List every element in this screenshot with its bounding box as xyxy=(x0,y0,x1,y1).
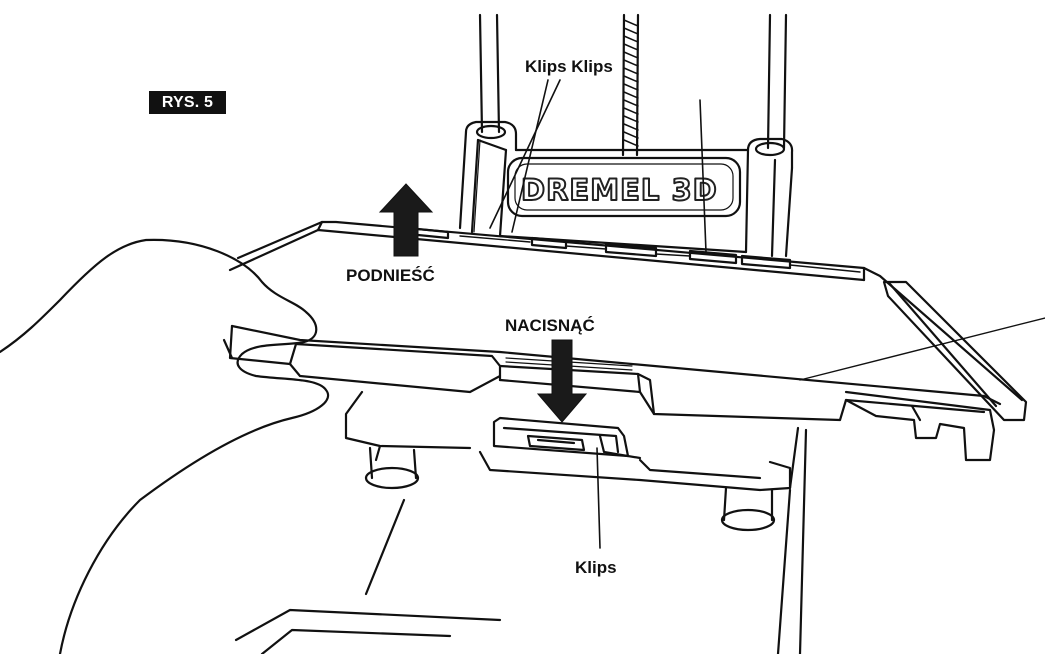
base-frame xyxy=(234,317,1045,654)
callout-clips-top: Klips Klips xyxy=(525,57,613,76)
arrow-up-icon xyxy=(378,183,434,257)
figure-number-badge: RYS. 5 xyxy=(149,91,226,114)
guide-rod-left xyxy=(478,13,501,134)
arrow-down-icon xyxy=(536,339,588,423)
hand xyxy=(0,238,330,654)
callout-clip-bottom: Klips xyxy=(575,558,617,577)
bed-post-right xyxy=(720,486,776,532)
guide-rod-right xyxy=(766,13,788,150)
build-plate-front-edge xyxy=(228,324,1002,462)
lead-screw xyxy=(621,13,640,157)
dremel-logo-text: DREMEL 3D xyxy=(521,173,718,207)
callout-press: NACISNĄĆ xyxy=(505,316,595,335)
bed-post-left xyxy=(364,446,420,596)
build-plate xyxy=(228,220,1028,422)
clip-front-center xyxy=(492,416,630,458)
callout-lift: PODNIEŚĆ xyxy=(346,266,435,285)
dremel-logo-plate: DREMEL 3D xyxy=(506,156,742,218)
leader-lines xyxy=(489,79,707,549)
